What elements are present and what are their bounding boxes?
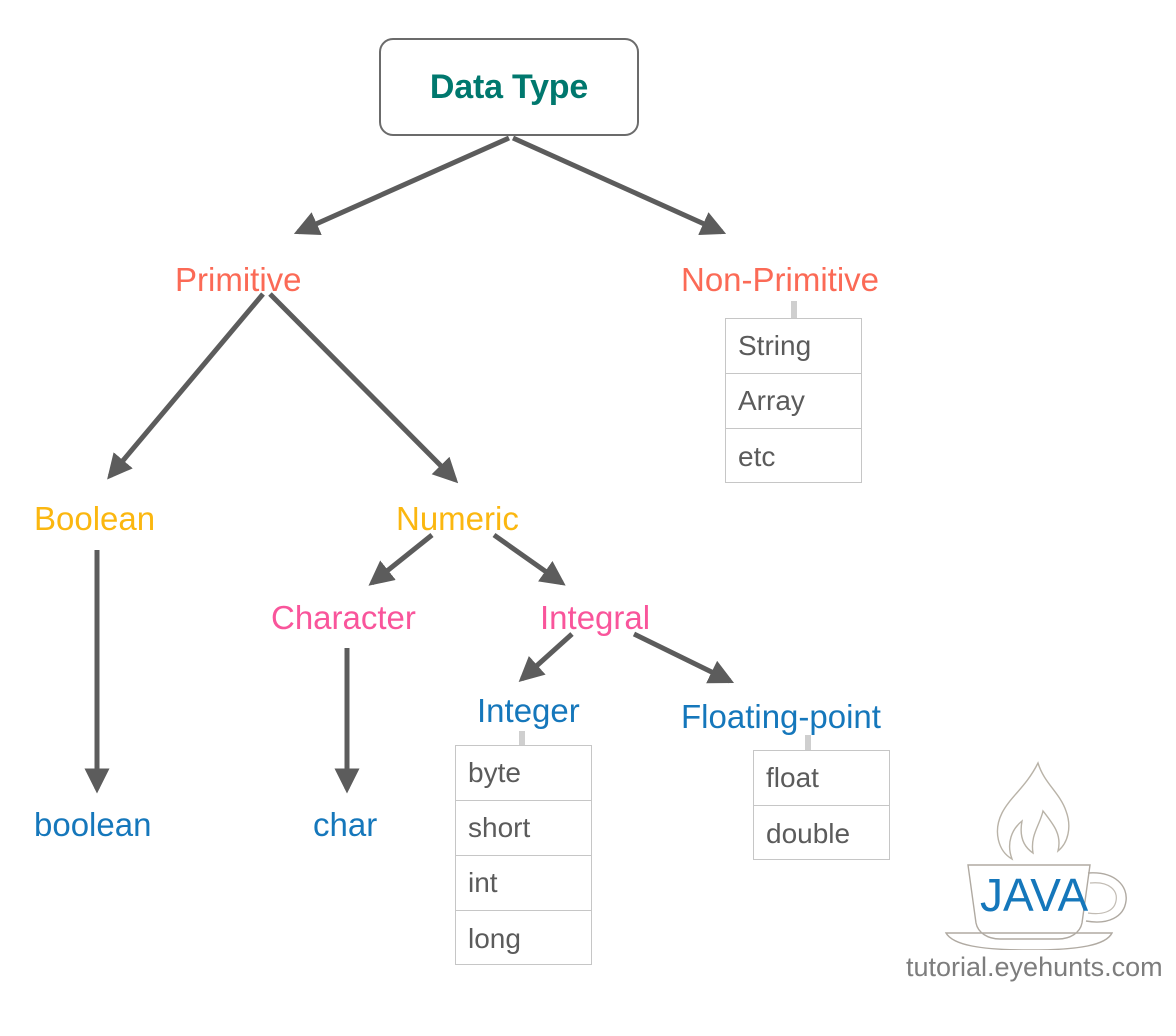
java-logo: JAVA [944,761,1127,950]
table-non-primitive-types: String Array etc [725,318,862,483]
node-boolean-group[interactable]: Boolean [34,500,156,537]
flame-icon [996,761,1070,861]
connector-integer [519,731,525,751]
table-integer-types: byte short int long [455,745,592,965]
table-row: byte [456,746,591,801]
cell-text: double [766,817,851,849]
node-data-type[interactable]: Data Type [379,38,639,136]
node-primitive[interactable]: Primitive [175,261,302,298]
site-watermark: tutorial.eyehunts.com [906,952,1163,982]
connector-non-primitive [791,301,797,321]
edge-numeric-integral [492,532,566,586]
cell-text: etc [738,440,776,472]
table-row: int [456,856,591,911]
edge-datatype-primitive [293,135,511,236]
cell-text: byte [468,757,521,788]
cup-icon [967,864,1091,940]
cell-text: short [468,812,531,843]
table-row: short [456,801,591,856]
cup-handle-icon [1085,872,1127,923]
cell-text: int [468,867,498,898]
edge-integral-floatingpoint [632,631,735,684]
table-row: float [754,751,889,806]
node-char-leaf[interactable]: char [313,806,378,843]
connector-floating-point [805,735,811,755]
table-floating-point-types: float double [753,750,890,860]
cell-text: String [738,330,812,361]
node-character[interactable]: Character [271,599,416,636]
node-boolean-leaf[interactable]: boolean [34,806,152,843]
saucer-icon [944,932,1114,950]
edge-integral-integer [518,632,574,683]
table-row: etc [726,429,861,484]
cell-text: float [766,762,819,793]
node-data-type-label: Data Type [429,67,589,106]
edge-primitive-numeric [268,292,459,484]
node-integer[interactable]: Integer [477,692,580,729]
java-logo-text: JAVA [980,869,1089,921]
node-floating-point[interactable]: Floating-point [681,698,881,735]
table-row: Array [726,374,861,429]
cell-text: Array [738,385,805,416]
node-non-primitive[interactable]: Non-Primitive [681,261,880,298]
node-numeric[interactable]: Numeric [396,500,519,537]
table-row: double [754,806,889,861]
table-row: String [726,319,861,374]
cell-text: long [468,922,521,954]
table-row: long [456,911,591,966]
node-integral[interactable]: Integral [540,599,651,636]
edge-numeric-character [368,533,434,586]
edge-datatype-nonprimitive [511,135,727,235]
edge-primitive-boolean [107,292,265,480]
